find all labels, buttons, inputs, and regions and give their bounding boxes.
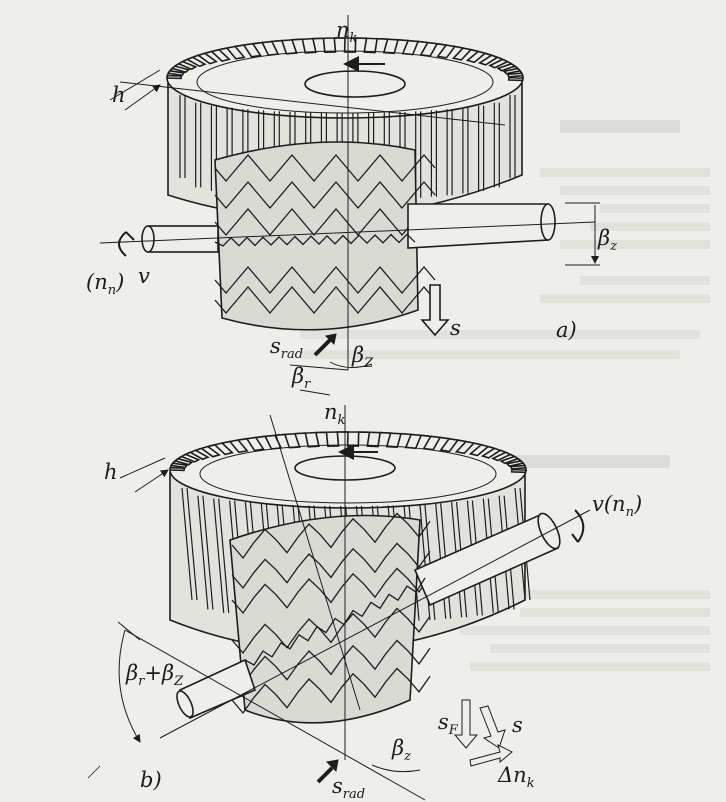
label-a-s-rad: srad	[270, 334, 304, 363]
label-a-caption: a)	[556, 318, 577, 342]
label-b-delta-n-k: Δnk	[498, 763, 535, 792]
panel-b-workpiece-gear	[229, 512, 431, 724]
label-a-beta-z: βz	[598, 226, 617, 255]
label-b-beta-sum: βr+βZ	[126, 661, 184, 690]
panel-a-diagram	[99, 15, 600, 371]
label-a-s: s	[450, 316, 461, 340]
label-a-n-k: nk	[336, 18, 358, 47]
label-b-s-rad: srad	[332, 774, 366, 802]
panel-a-workpiece-gear	[214, 141, 436, 331]
label-b-s: s	[512, 713, 523, 737]
label-b-h: h	[104, 460, 118, 484]
label-b-s-f: sF	[438, 710, 458, 739]
label-b-beta-z: βz	[392, 736, 411, 765]
label-a-h: h	[112, 83, 126, 107]
panel-b-diagram	[87, 389, 591, 801]
label-a-beta-r: βr	[292, 364, 311, 393]
panel-b-reference-lines	[87, 389, 591, 801]
panel-b-arbor-shaft	[176, 512, 561, 720]
label-a-n-n: (nn)	[86, 270, 125, 299]
label-b-v-n-n: v(nn)	[592, 492, 643, 521]
label-a-v: v	[138, 264, 150, 288]
label-b-caption: b)	[140, 768, 162, 792]
label-b-n-k: nk	[324, 400, 346, 429]
panel-a-reference-lines	[99, 15, 600, 371]
label-a-beta-z-bottom: βZ	[352, 343, 374, 372]
